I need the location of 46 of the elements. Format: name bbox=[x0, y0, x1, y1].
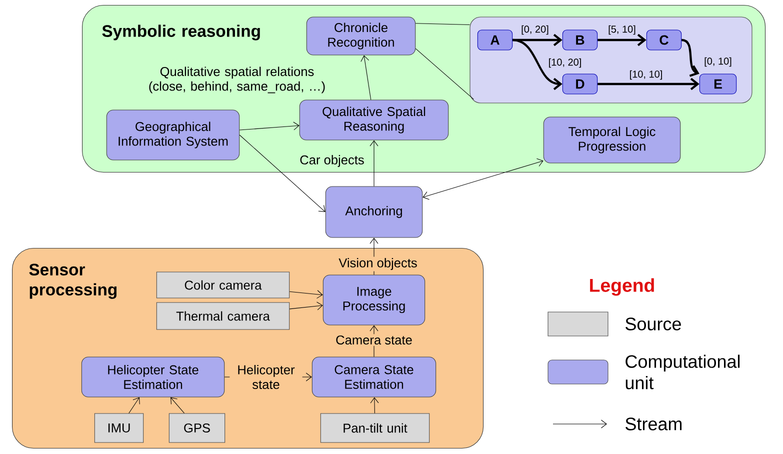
arrow bbox=[128, 397, 140, 414]
arrow bbox=[598, 78, 700, 90]
arrow bbox=[370, 397, 379, 414]
computational-unit-box: Geographical Information System bbox=[106, 110, 240, 160]
arrow bbox=[422, 158, 544, 200]
source-box: Color camera bbox=[156, 272, 290, 298]
edge-label: [10, 20] bbox=[546, 57, 583, 69]
arrow bbox=[289, 302, 323, 310]
legend-text: Source bbox=[626, 318, 681, 330]
chronicle-event-box: B bbox=[562, 30, 598, 50]
arrow bbox=[239, 122, 300, 130]
computational-unit-box: Camera State Estimation bbox=[312, 356, 436, 398]
arrow bbox=[370, 140, 378, 186]
source-box: Pan-tilt unit bbox=[320, 413, 430, 443]
chronicle-event-box: C bbox=[646, 30, 682, 50]
arrow bbox=[598, 34, 646, 46]
edge-label: [0, 10] bbox=[702, 56, 734, 68]
legend-text: Stream bbox=[626, 418, 682, 430]
arrow bbox=[512, 38, 562, 90]
edge-label: Vision objects bbox=[337, 256, 419, 272]
edge-label: [5, 10] bbox=[606, 24, 638, 36]
arrow bbox=[360, 55, 372, 100]
chronicle-event-box: A bbox=[477, 30, 513, 50]
arrow bbox=[289, 290, 323, 299]
source-box: GPS bbox=[168, 413, 226, 443]
edge-label: [0, 20] bbox=[520, 24, 550, 36]
arrow bbox=[681, 38, 700, 77]
computational-unit-box: Temporal Logic Progression bbox=[543, 116, 681, 164]
legend-title: Legend bbox=[590, 278, 654, 296]
legend-text: Computational unit bbox=[626, 354, 740, 390]
computational-unit-box: Qualitative Spatial Reasoning bbox=[299, 100, 449, 140]
edge-label: [10, 10] bbox=[628, 69, 664, 81]
arrow bbox=[170, 397, 185, 414]
arrow bbox=[239, 134, 326, 212]
computational-unit-box: Anchoring bbox=[325, 186, 423, 238]
source-box: IMU bbox=[94, 413, 144, 443]
computational-unit-box: Chronicle Recognition bbox=[306, 16, 416, 56]
edge-label: Helicopter state bbox=[230, 364, 302, 390]
edge-label: Camera state bbox=[334, 334, 414, 346]
chronicle-event-box: E bbox=[699, 74, 737, 94]
source-box: Thermal camera bbox=[156, 302, 290, 330]
edge-label: Car objects bbox=[298, 154, 366, 168]
edge-label: Qualitative spatial relations (close, behind, same_road, …) bbox=[149, 66, 325, 94]
chronicle-event-box: D bbox=[562, 74, 598, 94]
computational-unit-box: Helicopter State Estimation bbox=[81, 356, 225, 398]
computational-unit-box: Image Processing bbox=[322, 274, 426, 326]
